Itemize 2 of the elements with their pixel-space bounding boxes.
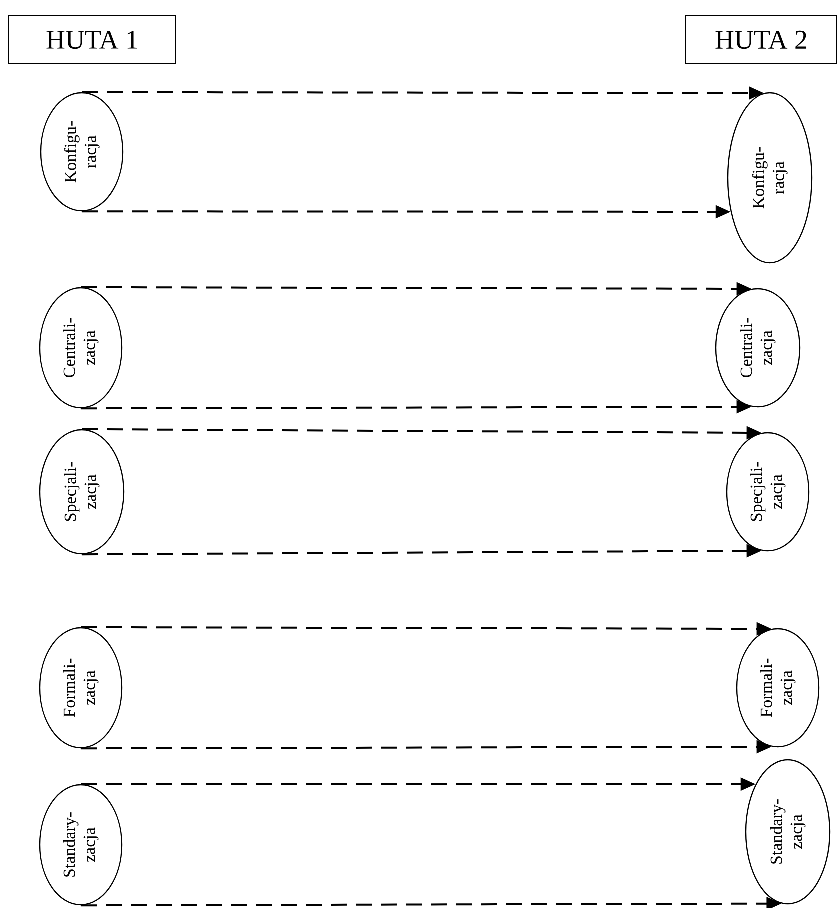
label-box: HUTA 2 (686, 16, 838, 64)
label-box: HUTA 1 (8, 16, 176, 64)
